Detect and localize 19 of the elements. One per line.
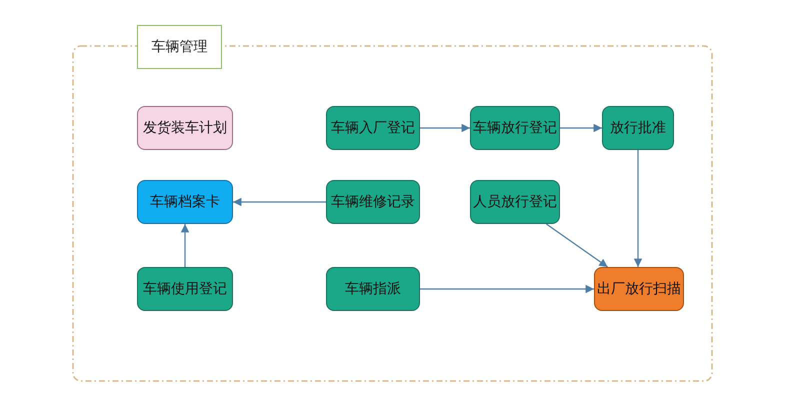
arrow	[420, 124, 470, 132]
process-box: 车辆档案卡	[137, 180, 233, 224]
process-box: 人员放行登记	[470, 180, 560, 224]
process-box: 车辆使用登记	[137, 267, 233, 311]
process-box: 车辆指派	[326, 267, 420, 311]
process-box: 车辆放行登记	[470, 106, 560, 150]
process-box: 发货装车计划	[137, 106, 233, 150]
arrow	[233, 198, 326, 206]
process-box: 车辆维修记录	[326, 180, 420, 224]
arrow	[560, 124, 602, 132]
process-box: 车辆入厂登记	[326, 106, 420, 150]
arrow	[546, 224, 608, 268]
process-box: 出厂放行扫描	[594, 267, 684, 311]
group-frame	[72, 24, 713, 382]
process-box: 放行批准	[602, 106, 674, 150]
arrow	[634, 150, 642, 267]
title-tab: 车辆管理	[137, 25, 222, 69]
arrow	[420, 284, 594, 294]
arrow	[180, 224, 190, 267]
